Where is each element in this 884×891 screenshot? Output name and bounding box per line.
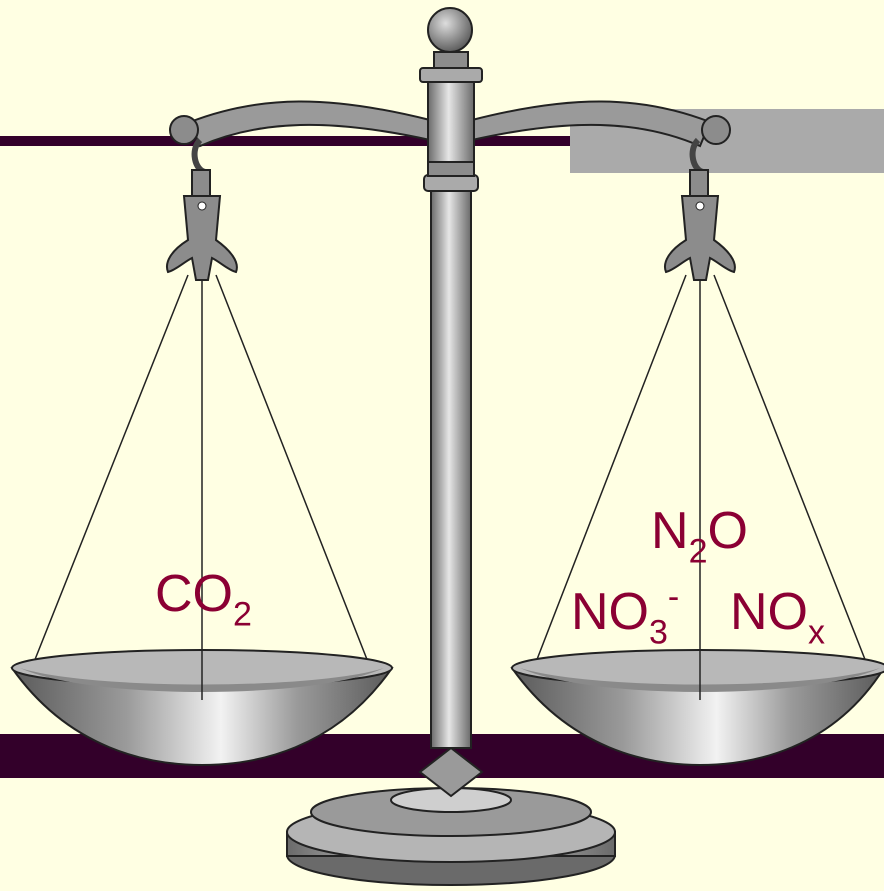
- co2-main: CO: [155, 565, 233, 623]
- n2o-label: N2O: [651, 502, 748, 568]
- n2o-o: O: [707, 502, 748, 560]
- co2-label: CO2: [155, 565, 252, 631]
- nox-main: NO: [730, 583, 808, 641]
- n2o-n: N: [651, 502, 689, 560]
- nitrate-subscript: 3: [649, 613, 668, 652]
- co2-subscript: 2: [233, 595, 252, 634]
- n2o-subscript: 2: [688, 532, 708, 571]
- nitrate-superscript: -: [667, 577, 680, 616]
- nitrate-main: NO: [571, 583, 649, 641]
- nox-subscript: x: [808, 613, 825, 652]
- nitrate-label: NO3-: [571, 580, 679, 649]
- nox-label: NOx: [730, 583, 825, 649]
